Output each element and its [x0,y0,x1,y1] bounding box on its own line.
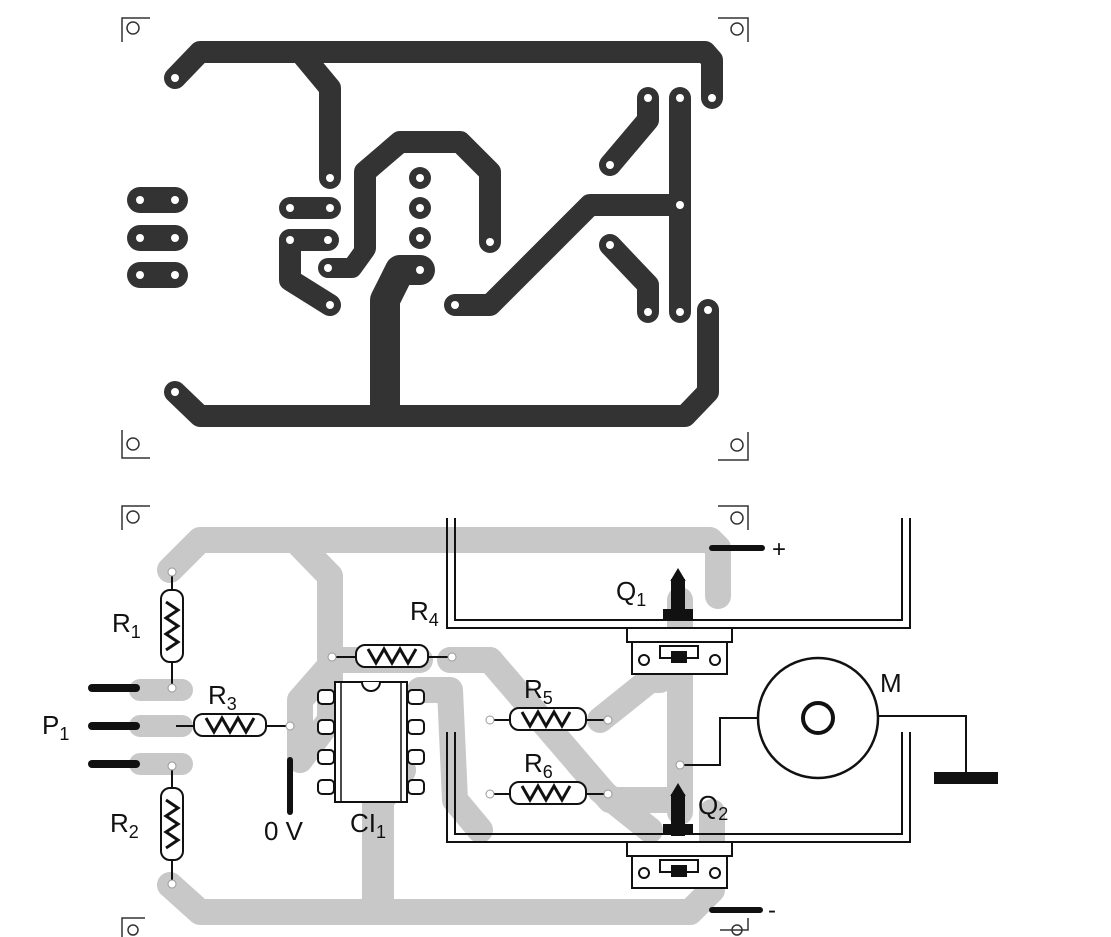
resistor-r2 [160,766,184,884]
labels: R1 R2 R3 R4 R5 R6 P1 CI1 Q1 Q2 M 0 V + - [42,536,902,924]
upper-diagonal-trace [599,87,659,176]
resistor-r4 [332,644,452,668]
drill-holes [171,74,716,396]
label-p1: P1 [42,710,69,744]
label-r5: R5 [524,674,553,708]
copper-traces [164,41,723,427]
center-feed-trace [370,255,435,420]
resistor-r1 [160,572,184,688]
corner-marks-bottom [121,505,749,937]
pot-pads [127,187,188,288]
diagonal-trace [444,194,691,316]
bottom-bus-trace [164,299,719,427]
chevron-trace [354,131,501,259]
label-r4: R4 [410,596,439,630]
component-pads [167,567,685,889]
component-layout [88,505,998,937]
resistor-pads [279,197,341,251]
label-r2: R2 [110,808,139,842]
ic-link-trace [318,240,375,278]
transistor-q1 [626,627,733,675]
label-ci1: CI1 [350,808,386,842]
screw-q1 [663,568,693,621]
label-negative: - [768,897,776,924]
label-zero-volt: 0 V [264,816,304,846]
label-r3: R3 [208,680,237,714]
label-r6: R6 [524,748,553,782]
pot-pad-holes [136,196,179,279]
branch-trace [289,41,341,189]
top-bus-trace [164,41,723,109]
label-motor: M [880,668,902,698]
screw-q2 [663,783,693,836]
ic-pads [409,167,431,249]
label-positive: + [772,536,786,563]
resistor-r6 [490,781,608,805]
motor-m [680,656,998,784]
label-r1: R1 [112,608,141,642]
resistor-r5 [490,707,608,731]
loop-trace [279,229,341,316]
transistor-q2 [626,841,733,889]
copper-layout [121,17,749,461]
pot-p1-leads [88,684,140,768]
corner-marks-top [121,17,749,461]
ic-ci1 [317,681,425,803]
lower-diagonal-trace [599,234,659,323]
label-q2: Q2 [698,790,728,824]
label-q1: Q1 [616,576,646,610]
resistor-r3 [176,713,290,737]
